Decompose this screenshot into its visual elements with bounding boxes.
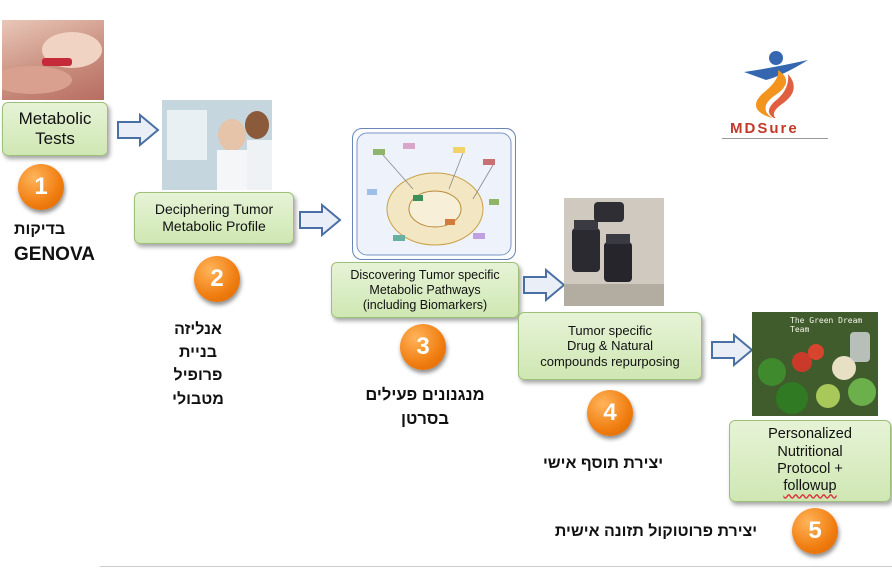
step-2-badge: 2: [194, 256, 240, 302]
arrow-2: [299, 203, 342, 237]
blood-test-photo: [2, 20, 104, 100]
step-5-hebrew: יצירת פרוטוקול תזונה אישית: [554, 523, 758, 540]
step-4-label-line2: Drug & Natural: [567, 338, 653, 354]
step-4-hebrew: יצירת תוסף אישי: [542, 455, 664, 472]
step-5-box: Personalized Nutritional Protocol + foll…: [729, 420, 891, 502]
logo-underline: [722, 138, 828, 139]
step-5-label-line1: Personalized: [768, 426, 852, 443]
photo-caption: The Green Dream Team: [790, 316, 863, 334]
step-4-label-line3: compounds repurposing: [540, 353, 680, 369]
step-2-label-line2: Metabolic Profile: [162, 218, 266, 234]
step-5-label-line2: Nutritional: [777, 443, 843, 460]
step-3-label-line2: Metabolic Pathways: [369, 282, 481, 297]
step-4-box: Tumor specific Drug & Natural compounds …: [518, 312, 702, 380]
logo-text: MDSure: [730, 120, 799, 137]
step-1-badge: 1: [18, 164, 64, 210]
step-1-hebrew: בדיקות GENOVA: [14, 221, 95, 266]
mdsure-logo: MDSure: [722, 48, 830, 140]
step-4-badge: 4: [587, 390, 633, 436]
step-2-box: Deciphering Tumor Metabolic Profile: [134, 192, 294, 244]
arrow-4: [711, 333, 754, 367]
bottles-photo: [564, 198, 664, 306]
step-2-label-line1: Deciphering Tumor: [154, 201, 274, 218]
pathway-map-image: [352, 128, 516, 260]
step-3-label-line1: Discovering Tumor specific: [350, 267, 500, 282]
lab-photo: [162, 100, 272, 190]
arrow-1: [117, 113, 160, 147]
arrow-3: [523, 268, 566, 302]
logo-figure-icon: [744, 51, 808, 118]
step-3-box: Discovering Tumor specific Metabolic Pat…: [331, 262, 519, 318]
step-5-label-line3: Protocol +: [777, 461, 843, 477]
step-2-hebrew: אנליזה בניית פרופיל מטבולי: [172, 321, 224, 408]
step-3-badge: 3: [400, 324, 446, 370]
step-3-label-line3: (including Biomarkers): [362, 297, 488, 312]
bottom-divider: [100, 566, 892, 567]
step-1-box: Metabolic Tests: [2, 102, 108, 156]
step-1-label: Metabolic Tests: [18, 108, 92, 148]
step-5-badge: 5: [792, 508, 838, 554]
step-5-label-line4: followup: [783, 478, 837, 495]
step-4-label-line1: Tumor specific: [567, 322, 653, 338]
step-3-hebrew: מנגנונים פעילים בסרטן: [365, 386, 485, 428]
vegetables-photo: The Green Dream Team: [752, 312, 878, 416]
